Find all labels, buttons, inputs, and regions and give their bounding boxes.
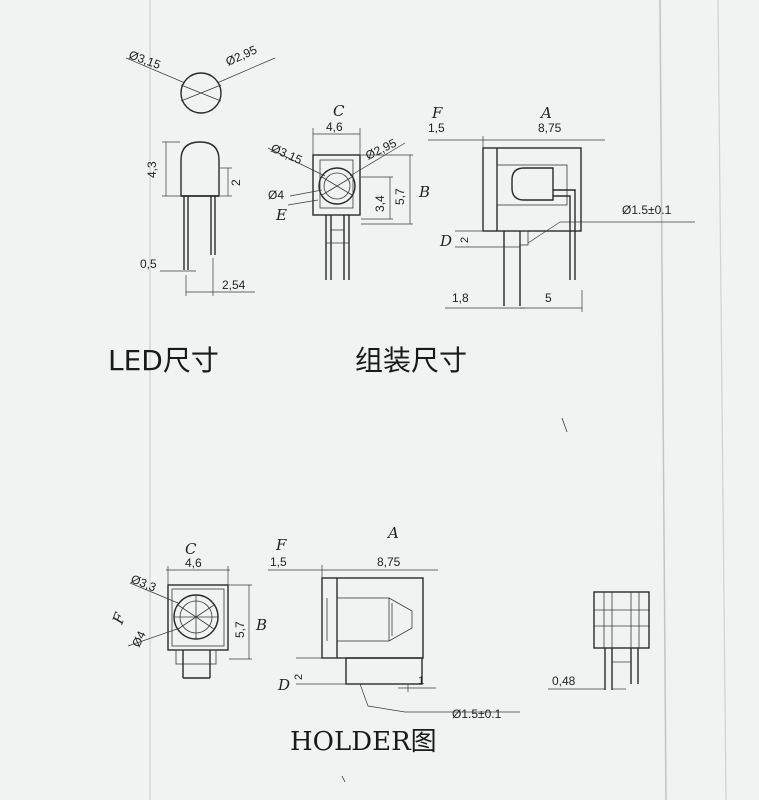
assembly-label-b: B [418, 183, 430, 201]
holder-dim-height: 5,7 [233, 621, 247, 638]
assembly-label-f: F [431, 104, 443, 122]
assembly-dim-width: 4,6 [326, 120, 343, 134]
holder-dim-width: 4,6 [185, 556, 202, 570]
holder-label-f2: F [275, 536, 287, 554]
led-dim-d-outer: Ø2,95 [224, 43, 260, 69]
led-dim-lens-height: 2 [229, 179, 243, 186]
holder-dim-d-hole1: Ø3,3 [129, 572, 159, 595]
led-dim-d-inner: Ø3,15 [127, 48, 163, 72]
assembly-dim-depth: 5 [545, 291, 552, 305]
holder-dim-pin-width: 0,48 [552, 674, 576, 688]
assembly-label-a: A [539, 104, 552, 122]
holder-dim-f: 1,5 [270, 555, 287, 569]
assembly-dim-h-outer: 5,7 [393, 188, 407, 205]
assembly-dim-a: 8,75 [538, 121, 562, 135]
holder-dim-d: 2 [293, 674, 305, 680]
title-led: LED尺寸 [108, 344, 219, 377]
holder-dim-pin-hole: Ø1.5±0.1 [452, 707, 502, 721]
holder-label-c: C [185, 540, 197, 558]
holder-label-a: A [386, 524, 399, 542]
assembly-label-d: D [439, 232, 452, 250]
assembly-front-view: C 4,6 Ø3,15 Ø2,95 Ø4 E 3,4 5,7 B [267, 102, 430, 280]
led-dim-lead-width: 0,5 [140, 257, 157, 271]
assembly-dim-d-b: Ø2,95 [363, 136, 399, 163]
holder-dim-a: 8,75 [377, 555, 401, 569]
title-assembly: 组装尺寸 [355, 344, 467, 377]
holder-side-view: F 1,5 A 8,75 D 2 1 Ø1.5±0.1 [268, 524, 520, 721]
led-dim-height: 4,3 [145, 161, 159, 178]
assembly-dim-d-hole: Ø4 [268, 188, 284, 202]
assembly-dim-offset: 1,8 [452, 291, 469, 305]
led-top-view: Ø3,15 Ø2,95 [125, 43, 276, 114]
holder-dim-small: 1 [418, 675, 424, 687]
title-holder: HOLDER图 [290, 727, 437, 757]
assembly-dim-h-inner: 3,4 [373, 195, 387, 212]
holder-label-b: B [255, 616, 267, 634]
led-dim-pitch: 2,54 [222, 278, 246, 292]
led-side-view: 4,3 2 0,5 2,54 [140, 141, 255, 296]
holder-label-d: D [277, 676, 290, 694]
assembly-dim-f: 1,5 [428, 121, 445, 135]
holder-dim-d-hole2: Ø4 [129, 628, 149, 649]
assembly-dim-d: 2 [459, 237, 471, 243]
assembly-label-c: C [333, 102, 345, 120]
holder-label-f: F [109, 610, 130, 627]
assembly-label-e: E [275, 206, 287, 224]
assembly-dim-d-a: Ø3,15 [269, 141, 305, 167]
holder-end-view: 0,48 [548, 591, 650, 690]
assembly-dim-pin-hole: Ø1.5±0.1 [622, 203, 672, 217]
assembly-side-view: F 1,5 A 8,75 Ø1.5±0.1 D 2 1,8 5 [428, 104, 695, 312]
holder-front-view: C 4,6 Ø3,3 F Ø4 5,7 B [109, 540, 267, 679]
